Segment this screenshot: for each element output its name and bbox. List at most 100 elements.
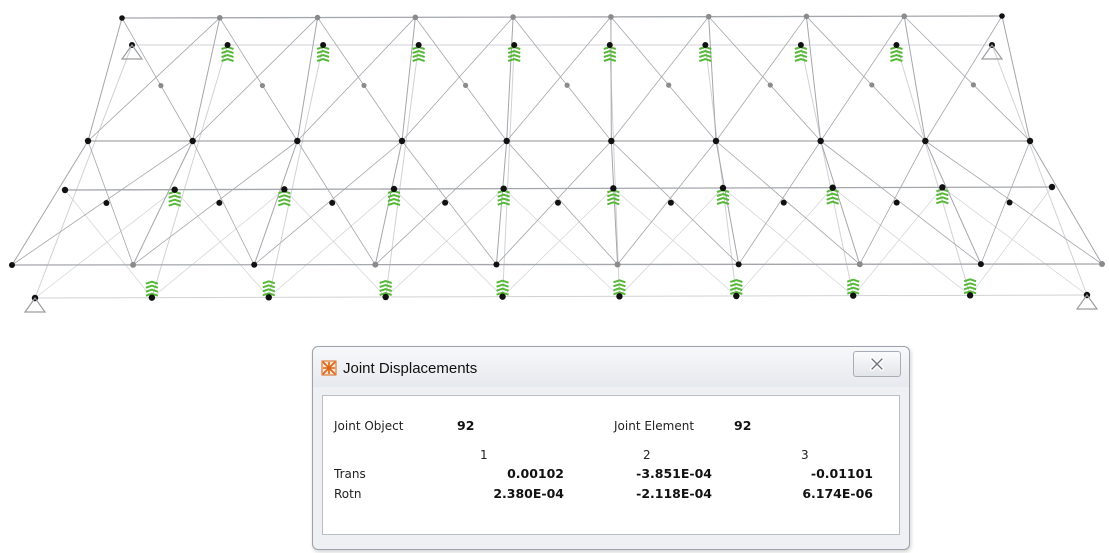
dialog-titlebar[interactable]: Joint Displacements (313, 347, 909, 387)
spring-support (497, 189, 510, 206)
joint (281, 186, 288, 193)
spring-support (963, 278, 977, 295)
joint (555, 199, 561, 206)
joint (829, 184, 836, 191)
joint (462, 82, 469, 88)
displacement-panel: Joint Object 92 Joint Element 92 1 2 3 T… (322, 395, 900, 535)
joint (189, 137, 196, 145)
pin-support (120, 43, 144, 60)
joint (61, 186, 69, 194)
joint (712, 137, 720, 145)
joint (503, 137, 510, 145)
row-label-trans: Trans (334, 467, 366, 481)
row-label-rotn: Rotn (334, 487, 362, 501)
close-button[interactable] (853, 351, 901, 377)
joint (9, 262, 15, 268)
joint (608, 14, 614, 20)
joint (719, 184, 727, 192)
joint (901, 13, 908, 20)
joint (869, 82, 875, 88)
joint (767, 82, 773, 88)
joint (510, 14, 516, 20)
trans-value-3: -0.01101 (810, 466, 873, 481)
joint (705, 13, 712, 20)
rotn-value-1: 2.380E-04 (493, 486, 564, 501)
joint-element-label: Joint Element (614, 419, 695, 433)
spring-supports (145, 45, 977, 297)
spring-support (496, 279, 509, 296)
column-header-3: 3 (801, 448, 809, 462)
spring-support (716, 188, 730, 205)
joint (412, 14, 419, 21)
spring-support (699, 45, 712, 62)
joint (614, 261, 621, 268)
joint (84, 137, 92, 145)
joint (372, 261, 379, 268)
joint (977, 261, 984, 268)
spring-support (730, 278, 743, 295)
spring-support (603, 45, 617, 62)
joint (499, 293, 506, 300)
joint (856, 261, 863, 268)
column-header-2: 2 (643, 448, 651, 462)
pin-supports (23, 43, 1099, 313)
joint (666, 82, 672, 88)
joint (216, 14, 223, 21)
joint (119, 15, 125, 21)
joint (390, 185, 398, 193)
joint (415, 42, 422, 48)
joint (608, 137, 615, 145)
joint (493, 261, 500, 268)
column-header-1: 1 (480, 448, 488, 462)
joint (780, 199, 787, 206)
model-view[interactable] (0, 0, 1109, 345)
joint (329, 199, 336, 206)
structure-app-icon (321, 360, 337, 376)
joint (259, 82, 266, 89)
joint (702, 42, 709, 48)
joint (564, 82, 570, 88)
joint (224, 42, 231, 48)
spring-support (379, 279, 392, 296)
joint (398, 137, 406, 145)
joint (1026, 137, 1034, 145)
joint (1048, 183, 1056, 191)
spring-support (794, 45, 808, 62)
joint (130, 261, 137, 268)
pin-support (23, 296, 47, 313)
joint (803, 13, 810, 20)
joint (817, 137, 824, 145)
joint (158, 83, 164, 89)
joint (939, 184, 946, 191)
deformed-members (34, 44, 1088, 299)
spring-support (278, 190, 291, 207)
spring-support (412, 45, 425, 62)
joint (500, 185, 507, 192)
joint (511, 42, 518, 48)
pin-support (980, 43, 1004, 60)
joint-displacements-dialog: Joint Displacements Joint Object 92 Join… (312, 346, 910, 550)
joint (606, 42, 613, 48)
spring-support (168, 190, 181, 207)
joint-element-value: 92 (734, 418, 752, 433)
joint (735, 261, 742, 268)
joint (893, 199, 900, 206)
joints (9, 13, 1105, 302)
joint-object-label: Joint Object (334, 419, 404, 433)
pin-support (1075, 293, 1099, 310)
rotn-value-2: -2.118E-04 (636, 486, 712, 501)
joint (893, 42, 900, 48)
joint (610, 185, 617, 192)
joint (361, 82, 367, 89)
rotn-value-3: 6.174E-06 (802, 486, 873, 501)
joint (320, 42, 327, 48)
joint (251, 261, 258, 268)
spring-support (846, 278, 860, 295)
spring-support (145, 280, 159, 297)
joint (382, 293, 389, 301)
trans-value-1: 0.00102 (507, 466, 564, 481)
joint (103, 199, 110, 206)
spring-support (316, 45, 330, 62)
joint-object-value: 92 (457, 418, 475, 433)
trans-value-2: -3.851E-04 (636, 466, 712, 481)
